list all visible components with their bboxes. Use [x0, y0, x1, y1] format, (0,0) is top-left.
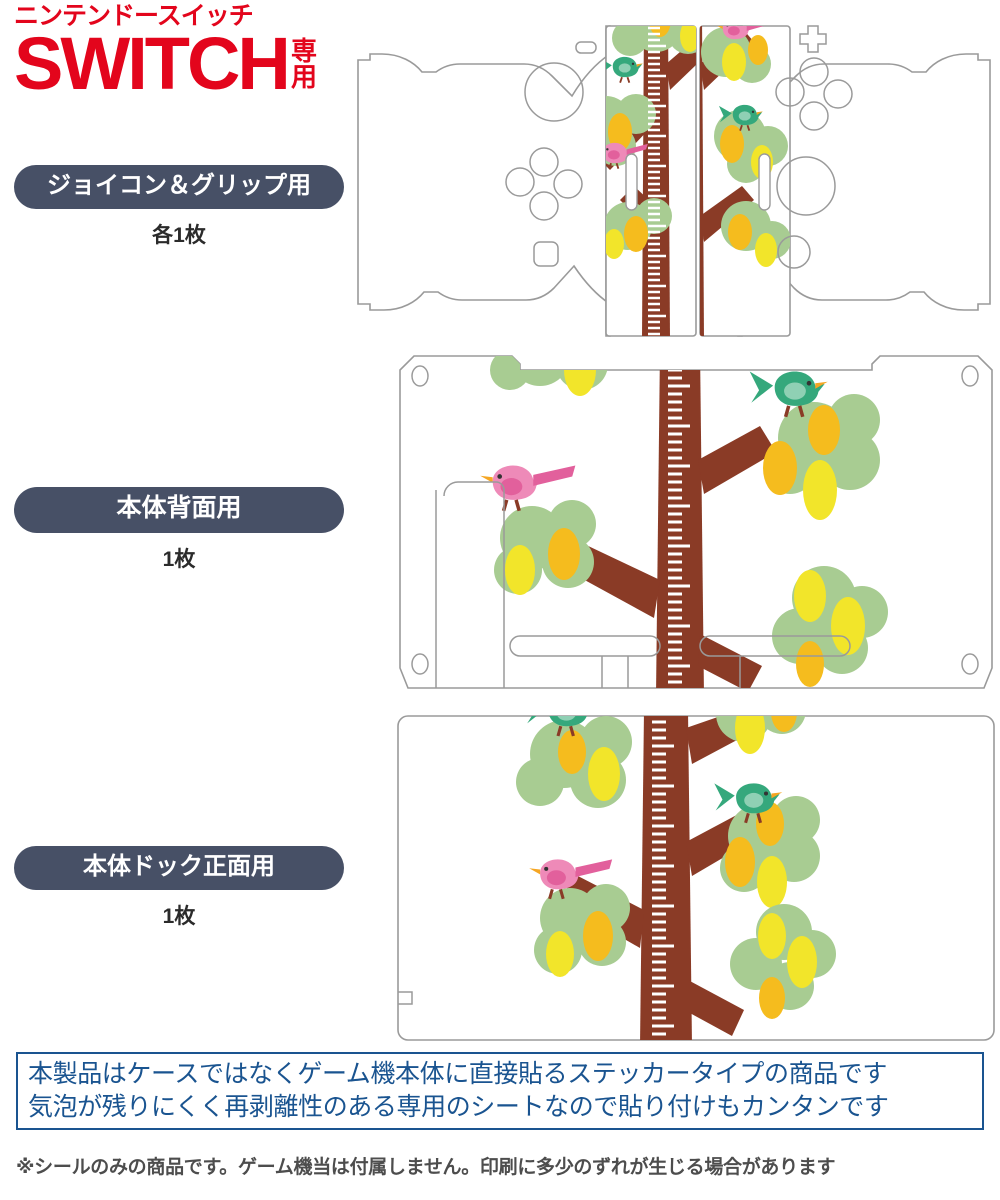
notice-box: 本製品はケースではなくゲーム機本体に直接貼るステッカータイプの商品です 気泡が残…	[16, 1052, 984, 1130]
count-console-back: 1枚	[162, 547, 196, 571]
grip-left-buttons	[505, 41, 597, 267]
green-bird	[525, 716, 593, 737]
foliage-cluster	[730, 904, 836, 1019]
foliage-cluster	[716, 716, 806, 754]
section-label-joycon-grip: ジョイコン＆グリップ用 各1枚	[14, 165, 344, 249]
dock-front-notch	[398, 991, 413, 1005]
section-label-dock-front: 本体ドック正面用 1枚	[14, 846, 344, 930]
screw-hole	[961, 653, 979, 675]
ruler-ticks	[668, 356, 690, 688]
notice-line-1: 本製品はケースではなくゲーム機本体に直接貼るステッカータイプの商品です	[28, 1060, 888, 1088]
foliage-cluster	[701, 27, 771, 83]
screw-hole	[411, 365, 429, 387]
ruler-ticks	[652, 716, 674, 1040]
pill-joycon-grip: ジョイコン＆グリップ用	[14, 165, 344, 210]
joycon-right-artwork	[700, 26, 790, 336]
console-back-cutouts	[411, 365, 979, 688]
kickstand-outline	[443, 481, 505, 688]
artwork-joycon-grip	[348, 4, 1000, 340]
artwork-console-back	[392, 348, 1000, 696]
screw-hole	[961, 365, 979, 387]
pink-bird	[480, 465, 576, 512]
disclaimer-text: ※シールのみの商品です。ゲーム機当は付属しません。印刷に多少のずれが生じる場合が…	[16, 1157, 836, 1178]
pink-bird	[606, 142, 648, 169]
header-brand-row: SWITCH 専用	[14, 22, 354, 105]
green-bird	[718, 104, 764, 131]
header-kana-text: ニンテンドースイッチ	[14, 2, 254, 30]
header-brand-text: SWITCH	[14, 22, 291, 105]
foliage-cluster	[494, 500, 596, 595]
count-dock-front: 1枚	[162, 905, 196, 929]
joycon-left-rail	[625, 153, 638, 211]
screw-hole	[411, 653, 429, 675]
pink-bird	[716, 26, 768, 40]
foliage-cluster	[516, 716, 632, 808]
ruler-ticks	[648, 26, 666, 336]
green-bird	[749, 371, 828, 418]
grip-right-buttons	[775, 25, 853, 269]
foliage-cluster	[720, 796, 820, 908]
notice-line-2: 気泡が残りにくく再剥離性のある専用のシートなので貼り付けもカンタンです	[28, 1093, 889, 1121]
artwork-dock-front	[392, 710, 1000, 1046]
vent-slot-left	[509, 635, 661, 657]
grip-left-outline	[357, 25, 611, 337]
foliage-cluster	[763, 394, 880, 520]
foliage-cluster	[612, 26, 696, 56]
foliage-cluster	[534, 884, 630, 977]
vent-slot-right	[699, 635, 851, 657]
header: ニンテンドースイッチ SWITCH 専用	[14, 4, 354, 104]
green-bird	[714, 783, 783, 824]
pill-console-back: 本体背面用	[14, 487, 344, 533]
count-joycon-grip: 各1枚	[152, 224, 206, 248]
dock-front-artwork	[516, 716, 836, 1040]
pill-dock-front: 本体ドック正面用	[14, 846, 344, 891]
pink-bird	[529, 859, 613, 900]
joycon-right-rail	[758, 153, 771, 211]
rail-notch	[601, 656, 629, 688]
header-suffix-text: 専用	[287, 37, 318, 90]
section-label-console-back: 本体背面用 1枚	[14, 487, 344, 573]
joycon-left-artwork	[606, 26, 696, 336]
foliage-cluster	[721, 201, 790, 267]
